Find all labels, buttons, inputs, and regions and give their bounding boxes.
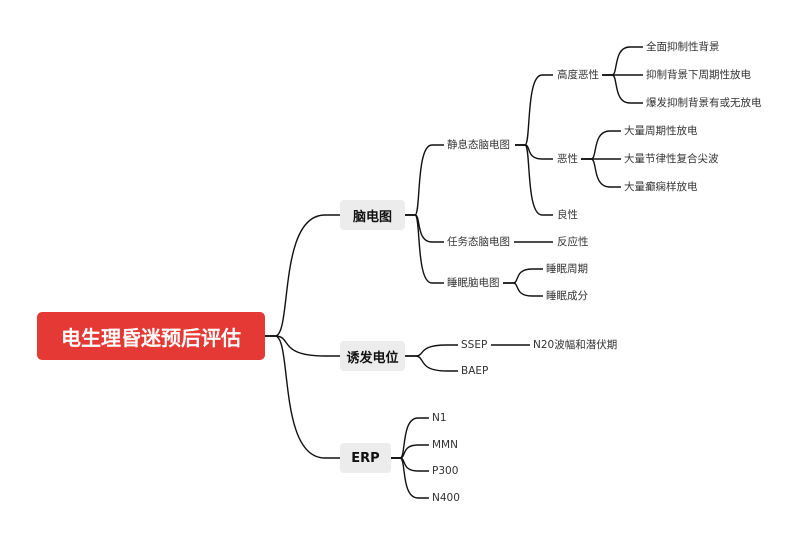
topic-sleep-eeg[interactable]: 睡眠脑电图 bbox=[447, 277, 500, 289]
topic-leaf[interactable]: MMN bbox=[432, 439, 458, 451]
connector-line bbox=[602, 74, 643, 104]
topic-leaf[interactable]: 睡眠成分 bbox=[546, 290, 588, 302]
connector-line bbox=[405, 214, 444, 284]
connector-line bbox=[602, 46, 643, 76]
topic-resting-eeg[interactable]: 静息态脑电图 bbox=[447, 139, 510, 151]
topic-leaf[interactable]: N20波幅和潜伏期 bbox=[533, 339, 618, 351]
connector-line bbox=[405, 355, 458, 372]
branch-evoked-potential[interactable]: 诱发电位 bbox=[340, 341, 405, 371]
branch-eeg[interactable]: 脑电图 bbox=[340, 200, 405, 230]
topic-leaf[interactable]: N400 bbox=[432, 492, 460, 504]
connector-line bbox=[265, 214, 340, 337]
topic-malignant[interactable]: 恶性 bbox=[557, 153, 578, 165]
connector-line bbox=[391, 444, 429, 459]
topic-leaf[interactable]: P300 bbox=[432, 465, 459, 477]
connector-line bbox=[265, 335, 340, 357]
connector-line bbox=[391, 417, 429, 459]
topic-highly-malignant[interactable]: 高度恶性 bbox=[557, 69, 599, 81]
connector-line bbox=[503, 268, 543, 284]
topic-leaf[interactable]: 全面抑制性背景 bbox=[646, 41, 720, 53]
topic-leaf[interactable]: 爆发抑制背景有或无放电 bbox=[646, 97, 762, 109]
topic-task-eeg[interactable]: 任务态脑电图 bbox=[447, 236, 510, 248]
connector-line bbox=[405, 144, 444, 216]
topic-benign[interactable]: 良性 bbox=[557, 209, 578, 221]
connector-line bbox=[405, 214, 444, 243]
connector-line bbox=[391, 457, 429, 499]
topic-leaf[interactable]: 大量周期性放电 bbox=[624, 125, 698, 137]
topic-leaf[interactable]: N1 bbox=[432, 412, 447, 424]
connector-line bbox=[503, 282, 543, 297]
connector-line bbox=[581, 158, 621, 188]
connector-line bbox=[391, 457, 429, 472]
branch-erp[interactable]: ERP bbox=[340, 443, 391, 473]
topic-leaf[interactable]: 大量节律性复合尖波 bbox=[624, 153, 719, 165]
connector-line bbox=[515, 144, 553, 216]
connector-line bbox=[515, 74, 553, 146]
topic-leaf[interactable]: 反应性 bbox=[557, 236, 589, 248]
topic-leaf[interactable]: 睡眠周期 bbox=[546, 263, 588, 275]
topic-baep[interactable]: BAEP bbox=[461, 365, 489, 377]
topic-ssep[interactable]: SSEP bbox=[461, 339, 488, 351]
root-topic[interactable]: 电生理昏迷预后评估 bbox=[37, 312, 265, 360]
connector-line bbox=[581, 130, 621, 160]
connector-line bbox=[405, 344, 458, 357]
topic-leaf[interactable]: 大量癫痫样放电 bbox=[624, 181, 698, 193]
connector-line bbox=[515, 144, 553, 160]
connector-line bbox=[265, 335, 340, 459]
topic-leaf[interactable]: 抑制背景下周期性放电 bbox=[646, 69, 751, 81]
